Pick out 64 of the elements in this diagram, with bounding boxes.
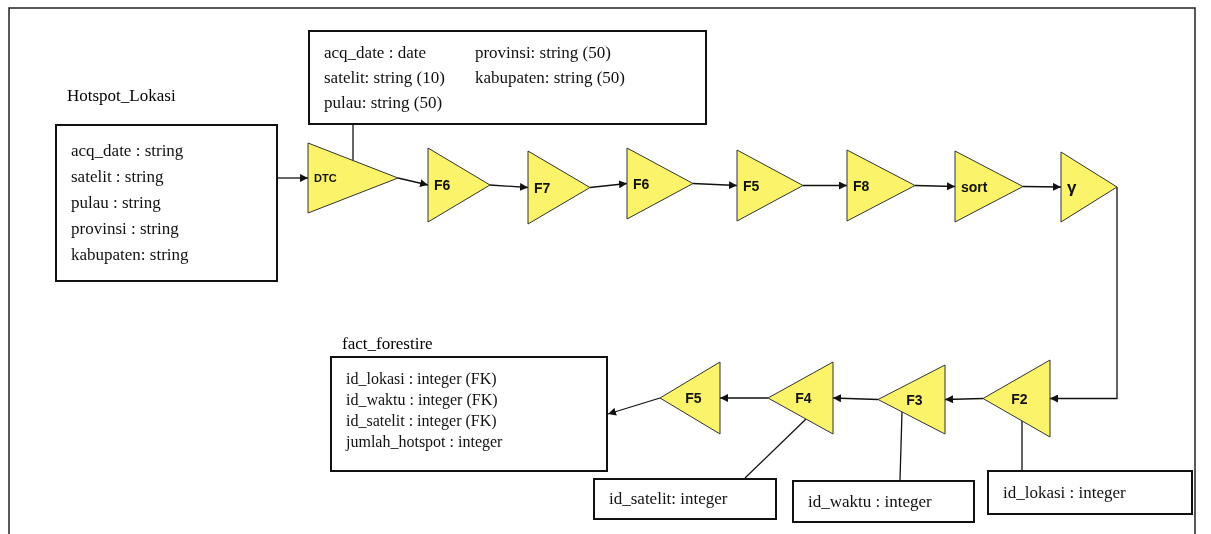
attribute-text: pulau : string xyxy=(71,192,162,214)
attribute-text: acq_date : date xyxy=(324,42,427,64)
operator-triangle xyxy=(768,362,833,434)
attribute-text: provinsi : string xyxy=(71,218,180,240)
attribute-text: acq_date : string xyxy=(71,140,185,162)
operator-triangle xyxy=(955,151,1023,222)
attribute-text: id_lokasi : integer xyxy=(1003,482,1126,503)
operator-triangle xyxy=(983,360,1050,437)
attribute-text: kabupaten: string (50) xyxy=(474,67,625,89)
operator-label: F2 xyxy=(1011,390,1028,407)
attribute-box xyxy=(593,478,777,520)
operator-triangle xyxy=(737,150,803,221)
operator-label: F8 xyxy=(853,177,870,194)
arrow xyxy=(944,395,984,404)
connector-line xyxy=(1021,420,1023,471)
operator-label: DTC xyxy=(314,171,337,185)
connector-line xyxy=(899,411,903,481)
operator-triangle xyxy=(308,143,398,213)
operator-label: sort xyxy=(961,178,988,195)
attribute-text: id_waktu : integer (FK) xyxy=(346,390,499,410)
operator-label: F7 xyxy=(534,179,551,196)
connector-line xyxy=(352,124,354,162)
attribute-text: jumlah_hotspot : integer xyxy=(346,432,504,452)
arrow xyxy=(489,183,529,191)
attribute-text: id_lokasi : integer (FK) xyxy=(346,369,498,389)
arrow xyxy=(1022,182,1062,191)
operator-triangle xyxy=(627,148,693,219)
arrow xyxy=(1049,186,1118,403)
attribute-text: satelit: string (10) xyxy=(324,67,445,89)
arrow xyxy=(914,182,956,191)
operator-triangle xyxy=(1061,152,1117,222)
arrow xyxy=(692,181,738,190)
attribute-box xyxy=(987,470,1193,515)
attribute-text: provinsi: string (50) xyxy=(474,42,612,64)
operator-label: F6 xyxy=(633,175,650,192)
arrow xyxy=(719,394,769,402)
entity-name: fact_forestire xyxy=(342,333,433,355)
attribute-text: id_satelit : integer (FK) xyxy=(346,411,498,431)
operator-triangle xyxy=(428,148,490,222)
attribute-text: id_satelit: integer xyxy=(609,489,728,509)
arrow xyxy=(607,397,661,416)
arrow xyxy=(397,177,429,188)
operator-label: F3 xyxy=(906,391,923,408)
attribute-box xyxy=(308,30,707,125)
arrow xyxy=(832,394,879,403)
operator-triangle xyxy=(660,362,720,434)
attribute-text: kabupaten: string xyxy=(71,244,190,266)
operator-triangle xyxy=(847,150,915,221)
operator-label: F5 xyxy=(685,390,702,406)
attribute-box xyxy=(792,480,975,523)
arrow xyxy=(589,180,628,189)
attribute-text: pulau: string (50) xyxy=(324,92,444,114)
attribute-text: id_waktu : integer xyxy=(808,491,932,512)
operator-label: γ xyxy=(1067,177,1077,197)
attribute-text: satelit : string xyxy=(71,166,165,188)
operator-label: F4 xyxy=(795,390,812,406)
entity-name: Hotspot_Lokasi xyxy=(67,85,176,107)
operator-triangle xyxy=(878,365,945,434)
operator-triangle xyxy=(528,151,590,224)
operator-label: F6 xyxy=(434,177,451,193)
arrow xyxy=(277,174,309,182)
arrow xyxy=(802,181,848,190)
connector-line xyxy=(744,418,807,479)
operator-label: F5 xyxy=(743,177,760,194)
